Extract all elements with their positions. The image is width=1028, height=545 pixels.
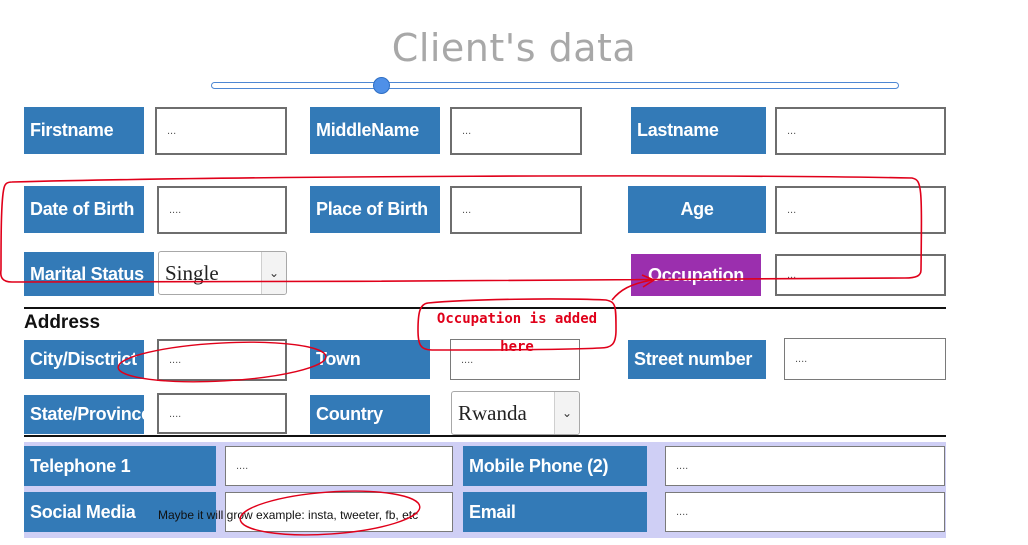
age-label: Age (628, 186, 766, 233)
pob-field[interactable]: ... (450, 186, 582, 234)
email-label: Email (463, 492, 647, 532)
city-label: City/Disctrict (24, 340, 144, 379)
progress-slider-thumb[interactable] (373, 77, 390, 94)
street-number-field[interactable]: .... (784, 338, 946, 380)
state-province-field[interactable]: .... (157, 393, 287, 434)
middlename-label: MiddleName (310, 107, 440, 154)
annotation-line-1: Occupation is added (436, 311, 598, 327)
town-label: Town (310, 340, 430, 379)
pob-label: Place of Birth (310, 186, 440, 233)
social-media-note: Maybe it will grow example: insta, tweet… (158, 508, 419, 522)
city-field[interactable]: .... (157, 339, 287, 381)
dob-field[interactable]: .... (157, 186, 287, 234)
marital-status-select[interactable]: Single ⌄ (158, 251, 287, 295)
street-number-label: Street number (628, 340, 766, 379)
page-title: Client's data (391, 26, 637, 70)
lastname-field[interactable]: ... (775, 107, 946, 155)
lastname-label: Lastname (631, 107, 766, 154)
occupation-label: Occupation (631, 254, 761, 296)
chevron-down-icon[interactable]: ⌄ (554, 392, 579, 434)
social-media-label: Social Media (24, 492, 216, 532)
annotation-note: Occupation is added here (420, 305, 614, 361)
state-province-label: State/Province (24, 395, 144, 434)
mobile-phone-label: Mobile Phone (2) (463, 446, 647, 486)
dob-label: Date of Birth (24, 186, 144, 233)
marital-status-label: Marital Status (24, 252, 154, 296)
country-value: Rwanda (458, 400, 527, 425)
address-section-title: Address (24, 312, 101, 333)
progress-slider-track[interactable] (211, 82, 899, 89)
marital-status-value: Single (165, 260, 219, 285)
email-field[interactable]: .... (665, 492, 945, 532)
firstname-field[interactable]: ... (155, 107, 287, 155)
age-field[interactable]: ... (775, 186, 946, 234)
contact-divider (24, 435, 946, 437)
chevron-down-icon[interactable]: ⌄ (261, 252, 286, 294)
occupation-field[interactable]: ... (775, 254, 946, 296)
country-label: Country (310, 395, 430, 434)
firstname-label: Firstname (24, 107, 144, 154)
telephone-field[interactable]: .... (225, 446, 453, 486)
telephone-label: Telephone 1 (24, 446, 216, 486)
mobile-phone-field[interactable]: .... (665, 446, 945, 486)
annotation-line-2: here (500, 339, 534, 355)
country-select[interactable]: Rwanda ⌄ (451, 391, 580, 435)
middlename-field[interactable]: ... (450, 107, 582, 155)
